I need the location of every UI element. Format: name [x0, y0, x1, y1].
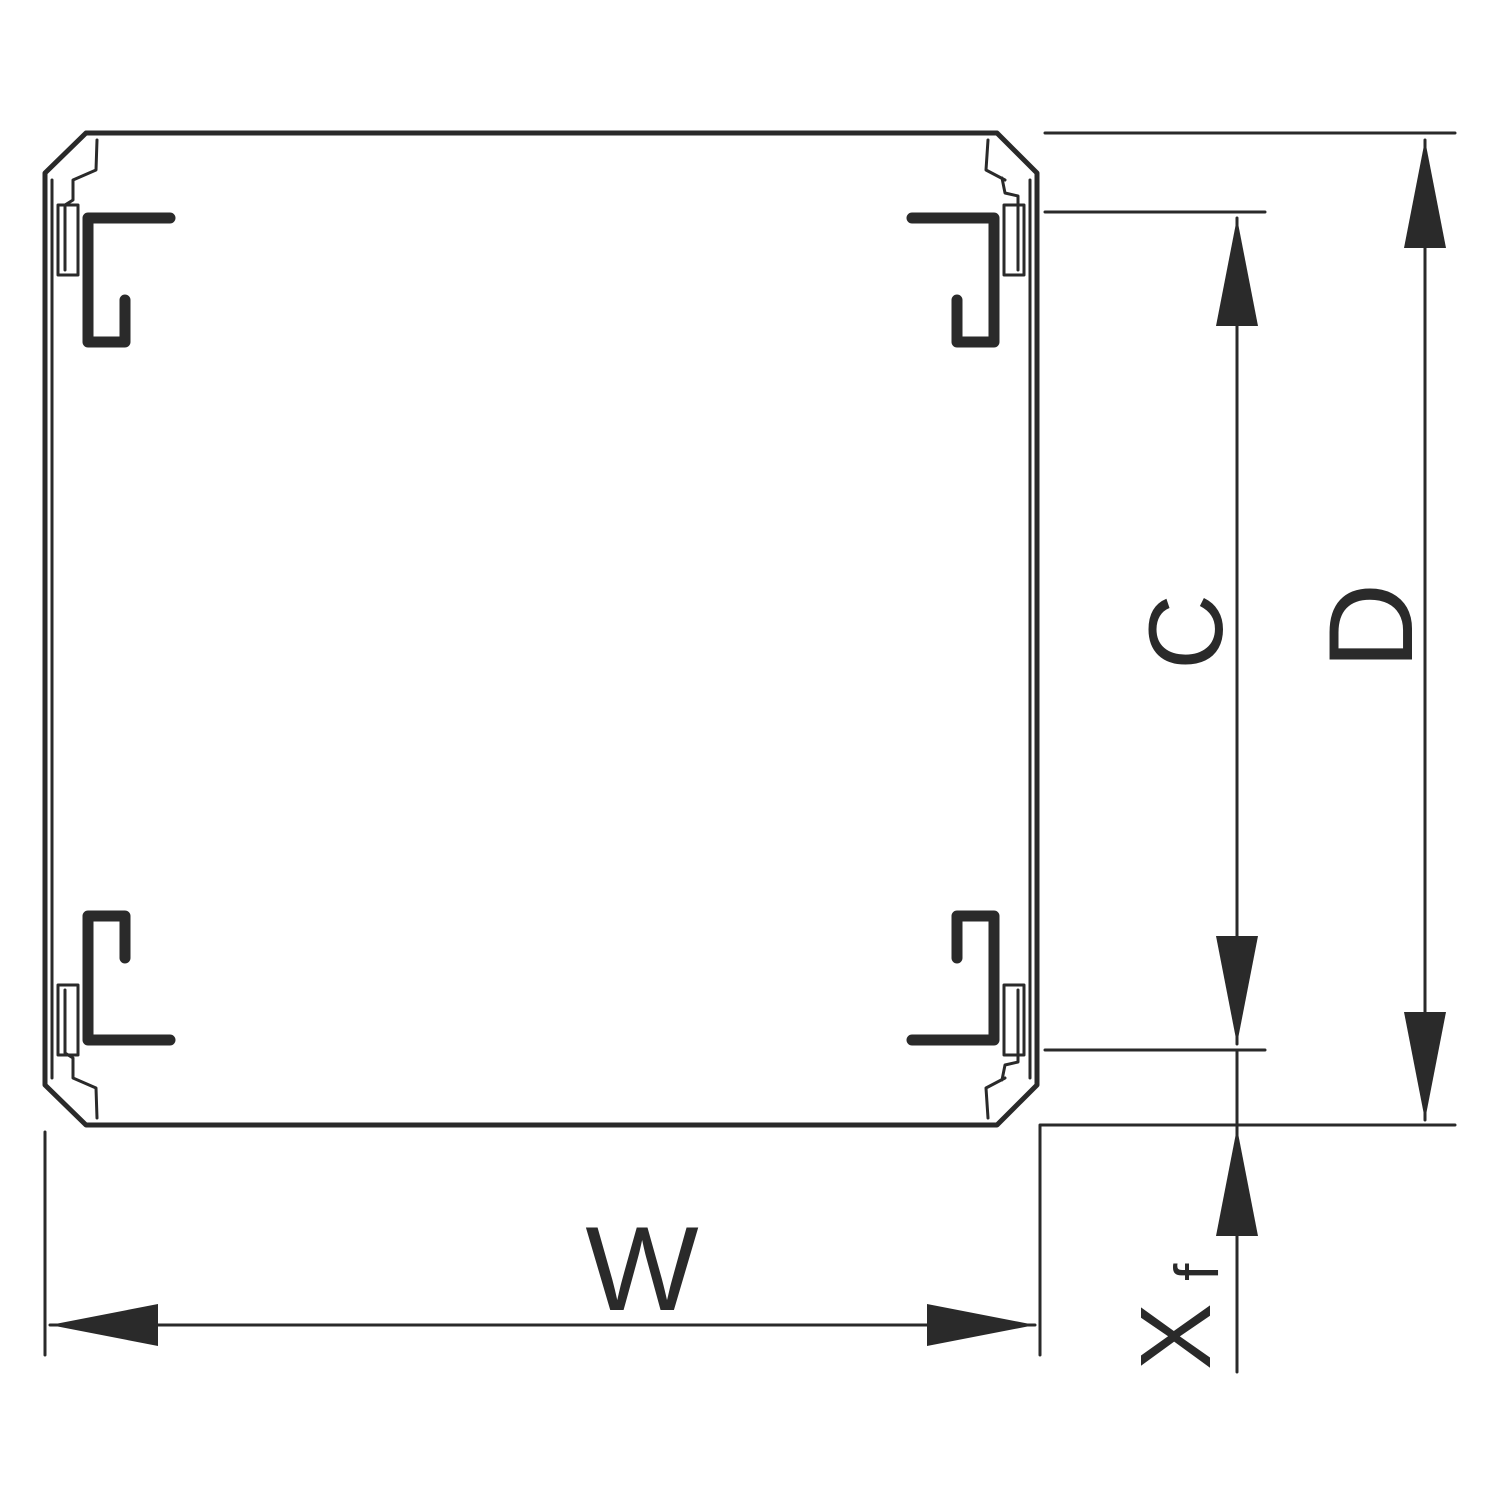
mounting-rail-bottom-right [906, 910, 1026, 1057]
offset-label-main: X [1120, 1303, 1232, 1370]
width-arrow-right [927, 1304, 1035, 1346]
depth-arrow-bottom [1404, 1012, 1446, 1120]
dimension-depth: D [1304, 138, 1446, 1122]
enclosure-outer-edge [42, 130, 1040, 1128]
dimension-inner-depth: C [1128, 216, 1258, 1046]
offset-arrow-top [1216, 1128, 1258, 1236]
inner-depth-arrow-top [1216, 218, 1258, 326]
mounting-rail-top-right [906, 203, 1026, 348]
inner-depth-arrow-bottom [1216, 936, 1258, 1044]
offset-label: X f [1120, 1263, 1232, 1370]
inner-depth-label: C [1128, 594, 1245, 670]
enclosure-outline [42, 130, 1040, 1128]
dimension-width: W [48, 1202, 1037, 1346]
dimension-offset: X f [1120, 1048, 1258, 1374]
enclosure-inner-edge [63, 138, 1020, 1120]
offset-label-subscript: f [1163, 1263, 1232, 1281]
mounting-rail-bottom-left [56, 910, 176, 1057]
width-label: W [585, 1202, 698, 1336]
depth-arrow-top [1404, 140, 1446, 248]
width-arrow-left [50, 1304, 158, 1346]
mounting-rail-top-left [56, 203, 176, 348]
depth-label: D [1304, 583, 1438, 670]
extension-lines [43, 131, 1457, 1357]
